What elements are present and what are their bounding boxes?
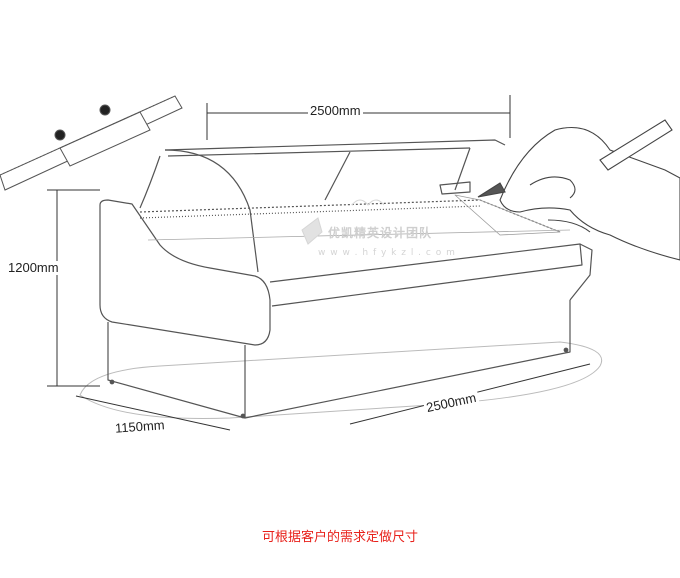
top-length-dimension: 2500mm xyxy=(308,103,363,118)
watermark-url: w w w . h f y k z l . c o m xyxy=(318,248,456,258)
custom-size-caption: 可根据客户的需求定做尺寸 xyxy=(261,530,418,545)
watermark-name: 优凯精英设计团队 xyxy=(328,226,433,240)
watermark-emblem xyxy=(301,199,385,245)
ruler-illustration xyxy=(0,95,183,191)
hand-pencil-illustration xyxy=(477,119,680,261)
height-dimension: 1200mm xyxy=(6,260,61,275)
